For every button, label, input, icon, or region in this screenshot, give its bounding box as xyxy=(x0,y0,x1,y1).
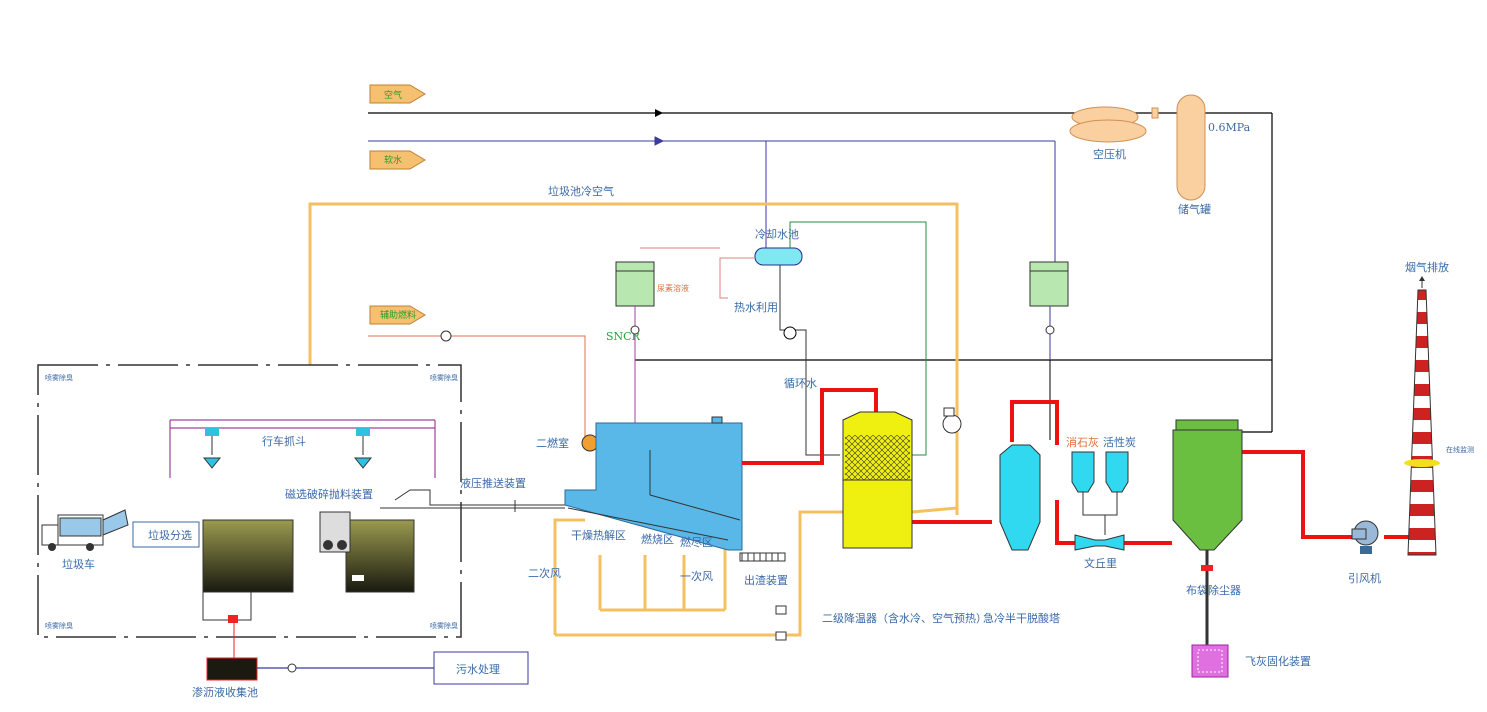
urea-label: 尿素溶液 xyxy=(657,283,689,293)
fuel-pump-icon xyxy=(440,330,452,342)
secondary-cooler-label: 二级降温器（含水冷、空气预热） xyxy=(822,611,987,625)
leachate-pool xyxy=(206,657,258,681)
input-water-label: 软水 xyxy=(384,154,402,166)
input-air-label: 空气 xyxy=(384,89,402,101)
blower-icon xyxy=(942,407,962,434)
secondary-cooler xyxy=(842,411,913,549)
flue-gas-line xyxy=(742,388,1413,545)
slag-out-label: 出渣装置 xyxy=(744,573,788,587)
garbage-truck-icon xyxy=(41,509,129,551)
bag-filter-label: 布袋除尘器 xyxy=(1186,583,1241,597)
garbage-sorting-label: 垃圾分选 xyxy=(148,528,192,542)
sncr-valve-icon xyxy=(630,325,640,335)
chimney-stack xyxy=(1404,276,1440,556)
garbage-truck-label: 垃圾车 xyxy=(62,557,95,571)
leachate-sump xyxy=(202,591,252,658)
pit-cold-air-label: 垃圾池冷空气 xyxy=(548,184,614,198)
flue-exhaust-label: 烟气排放 xyxy=(1405,260,1449,274)
reagent-valve-icon xyxy=(1045,325,1055,335)
hydraulic-pusher xyxy=(380,489,565,512)
dry-pyrolysis-label: 干燥热解区 xyxy=(571,528,626,542)
magnetic-crusher-icon xyxy=(319,511,351,553)
id-fan-icon xyxy=(1351,520,1379,554)
reagent-tank xyxy=(1029,261,1069,360)
spray-deodor-2: 喷雾除臭 xyxy=(430,373,458,382)
second-chamber-label: 二燃室 xyxy=(536,436,569,450)
air-compressor xyxy=(1069,106,1147,143)
storage-building-outline xyxy=(37,364,462,638)
spray-deodor-4: 喷雾除臭 xyxy=(430,621,458,630)
magnetic-crusher-label: 磁选破碎抛料装置 xyxy=(285,487,373,501)
input-air-arrow: 空气 xyxy=(369,84,426,104)
pressure-label: 0.6MPa xyxy=(1208,121,1251,134)
garbage-pit-2 xyxy=(345,519,415,593)
hot-water-label: 热水利用 xyxy=(734,301,778,314)
input-aux-fuel-arrow: 辅助燃料 xyxy=(369,305,426,325)
pit-cold-air-line xyxy=(308,202,959,637)
hydraulic-pusher-label: 液压推送装置 xyxy=(460,476,526,490)
venturi-label: 文丘里 xyxy=(1084,556,1117,570)
valve-icon xyxy=(775,631,787,641)
input-water-arrow: 软水 xyxy=(369,150,426,170)
crane-grab-label: 行车抓斗 xyxy=(262,434,306,448)
fly-ash-unit xyxy=(1191,644,1229,678)
quench-tower-label: 急冷半干脱酸塔 xyxy=(983,611,1060,625)
lime-silo xyxy=(1071,451,1095,493)
garbage-pit-1 xyxy=(202,519,294,593)
cooling-pool-label: 冷却水池 xyxy=(755,228,799,241)
grab-bucket-icon xyxy=(202,428,373,469)
burnout-label: 燃尽区 xyxy=(680,535,713,549)
air-storage-tank xyxy=(1151,94,1206,201)
circulating-pump-icon xyxy=(783,326,797,340)
input-aux-fuel-label: 辅助燃料 xyxy=(380,309,416,321)
sewage-label: 污水处理 xyxy=(456,663,500,676)
lime-label: 消石灰 xyxy=(1066,435,1099,449)
water-header-line xyxy=(368,136,1056,262)
air-tank-label: 储气罐 xyxy=(1178,202,1211,216)
id-fan-label: 引风机 xyxy=(1348,571,1381,585)
valve-icon xyxy=(775,605,787,615)
online-monitor-label: 在线监测 xyxy=(1446,445,1474,454)
secondary-air-label: 二次风 xyxy=(528,566,561,580)
activated-carbon-label: 活性炭 xyxy=(1103,435,1136,449)
compressor-label: 空压机 xyxy=(1093,147,1126,161)
quench-tower xyxy=(999,444,1041,551)
slag-conveyor xyxy=(739,552,786,562)
spray-deodor-1: 喷雾除臭 xyxy=(45,373,73,382)
leachate-pool-label: 渗沥液收集池 xyxy=(192,685,258,699)
fly-ash-label: 飞灰固化装置 xyxy=(1245,654,1311,668)
garbage-sorting-box xyxy=(132,521,200,548)
circulating-water-label: 循环水 xyxy=(784,377,817,390)
carbon-silo xyxy=(1105,451,1129,493)
silo-feed-lines xyxy=(1082,492,1118,535)
sewage-pump-icon xyxy=(287,663,297,673)
primary-air-label: 一次风 xyxy=(680,569,713,583)
aux-fuel-line xyxy=(368,335,586,440)
incinerator-furnace xyxy=(564,416,743,551)
venturi xyxy=(1074,534,1125,551)
combustion-label: 燃烧区 xyxy=(641,532,674,546)
sewage-treatment-box xyxy=(433,651,529,685)
cooling-pool xyxy=(754,247,803,266)
urea-tank xyxy=(615,261,655,307)
bag-filter xyxy=(1172,419,1243,551)
spray-deodor-3: 喷雾除臭 xyxy=(45,621,73,630)
ash-valve-icon xyxy=(1201,565,1213,571)
